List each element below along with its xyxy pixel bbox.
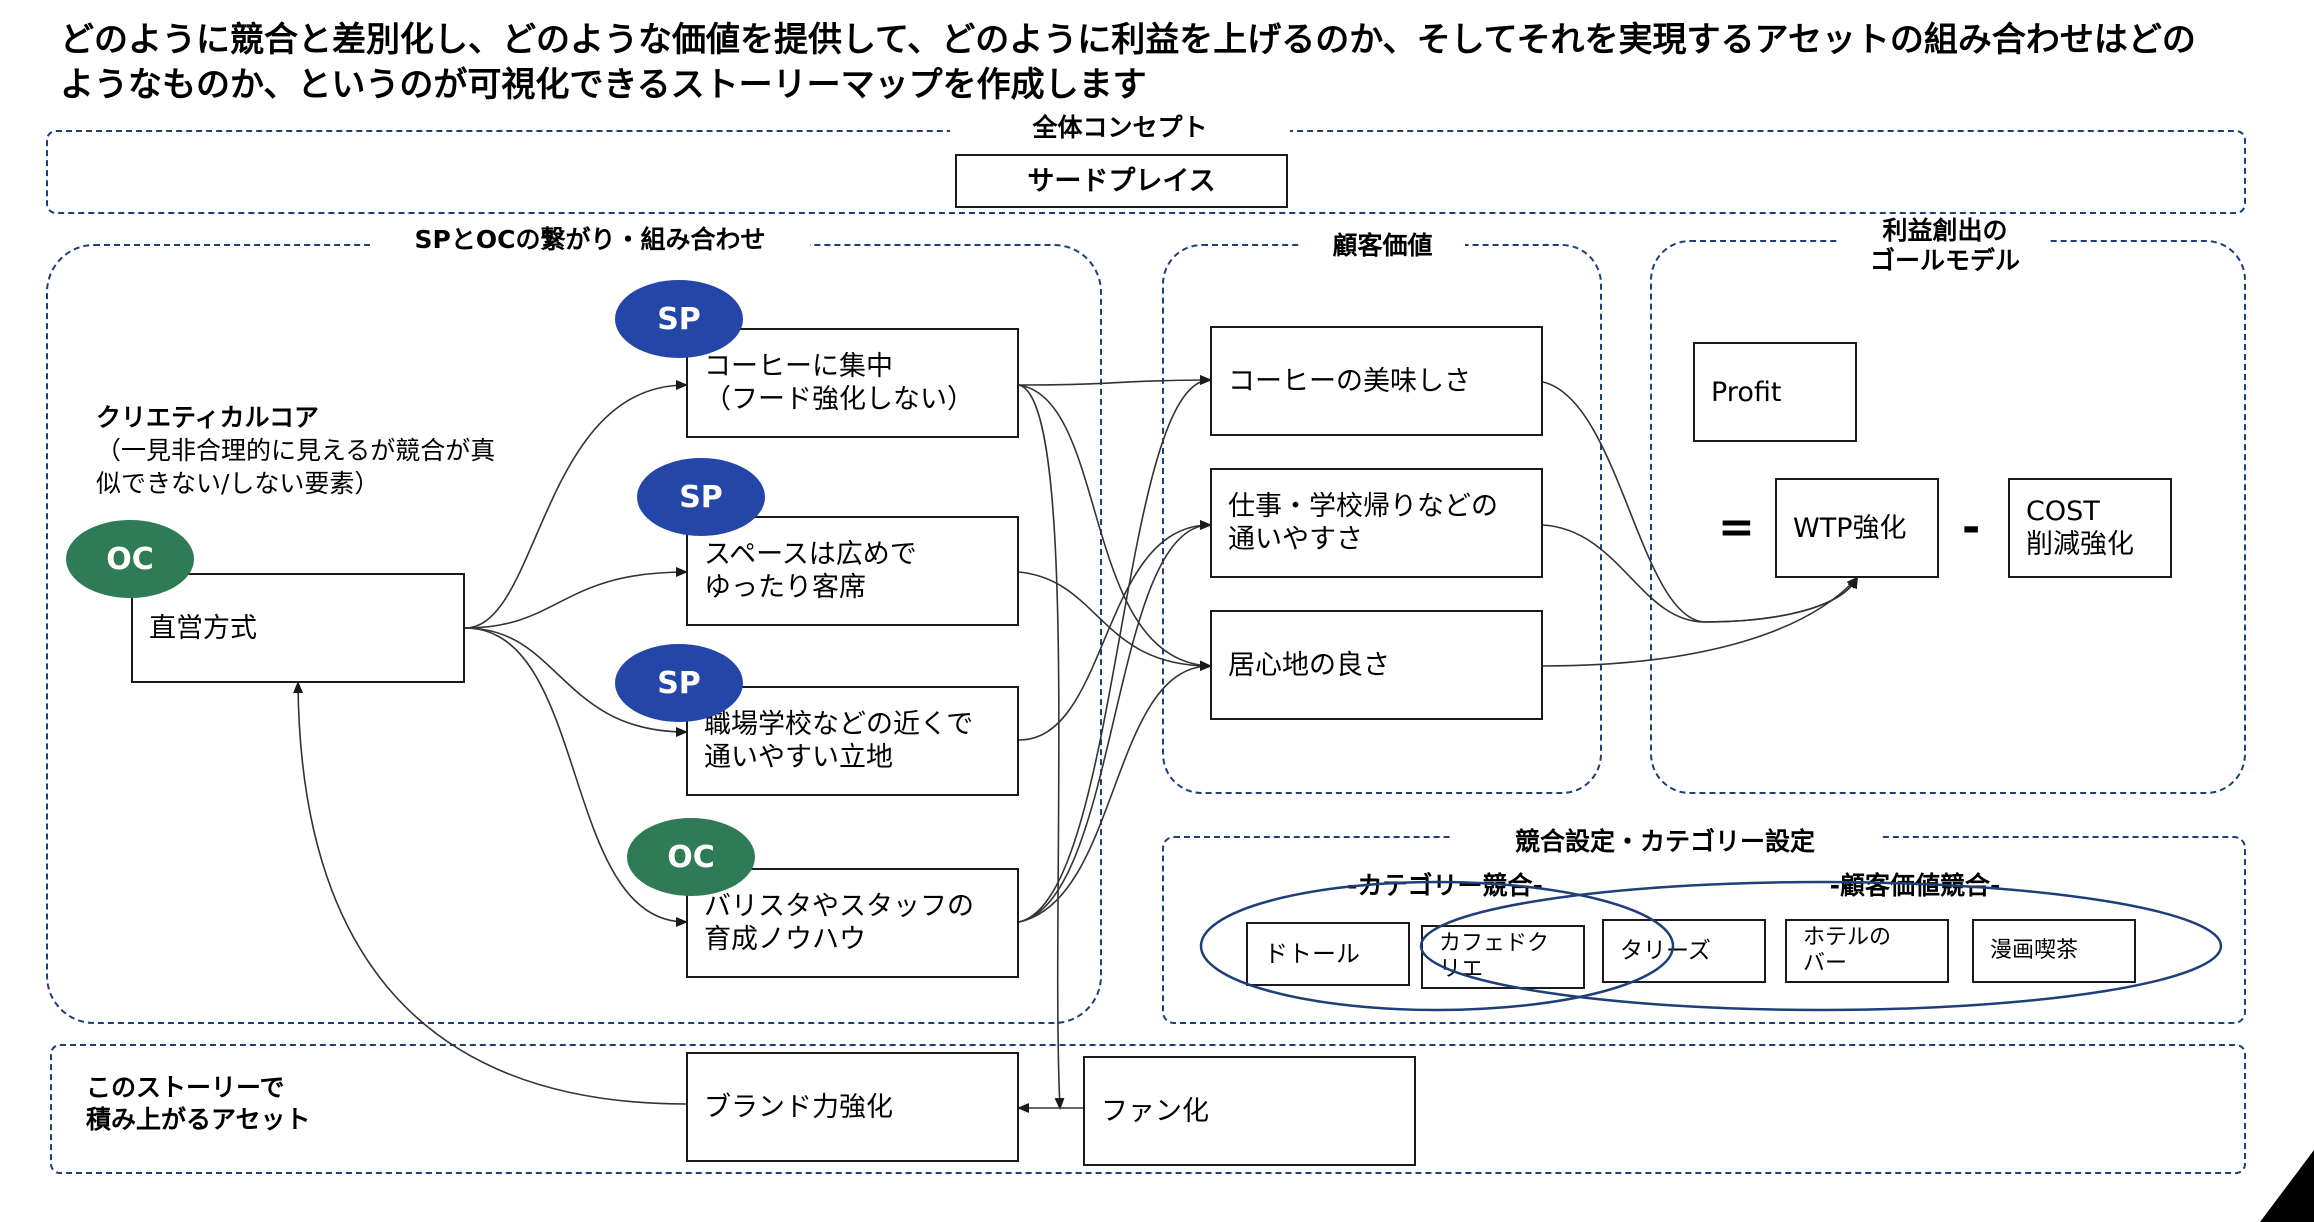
competitor-doutor: ドトール (1246, 922, 1410, 986)
concept-label: 全体コンセプト (950, 112, 1290, 144)
sp-badge: SP (615, 644, 743, 722)
cost-box: COST 削減強化 (2008, 478, 2172, 578)
assets-label: このストーリーで 積み上がるアセット (86, 1073, 311, 1134)
page-title: どのように競合と差別化し、どのような価値を提供して、どのように利益を上げるのか、… (60, 20, 2196, 105)
critical-core-title: クリエティカルコア (96, 403, 320, 432)
oc-badge: OC (66, 520, 194, 598)
connector-training-comfort (1018, 661, 1212, 923)
brand-strength-box: ブランド力強化 (686, 1052, 1019, 1162)
value-coffee-taste: コーヒーの美味しさ (1210, 326, 1543, 436)
oc-item-training: バリスタやスタッフの 育成ノウハウ (686, 868, 1019, 978)
corner-triangle (2260, 1150, 2314, 1222)
connector-space-comfort (1018, 571, 1212, 671)
connector-taste-wtp (1542, 381, 1858, 623)
competition-label: 競合設定・カテゴリー設定 (1450, 826, 1880, 858)
connector-training-taste (1018, 375, 1212, 923)
sp-badge: SP (637, 458, 765, 536)
connector-coffee-comfort (1018, 384, 1212, 671)
wtp-box: WTP強化 (1775, 478, 1939, 578)
assets-section (50, 1044, 2246, 1174)
concept-box: サードプレイス (955, 154, 1288, 208)
profit-box: Profit (1693, 342, 1857, 442)
value-competition-label: -顧客価値競合- (1780, 870, 2050, 902)
connector-comfort-wtp (1542, 576, 1859, 667)
connector-access-wtp (1542, 524, 1858, 623)
category-competition-ellipse (1199, 880, 1675, 1012)
fan-building-box: ファン化 (1083, 1056, 1416, 1166)
sp-item-coffee: コーヒーに集中 （フード強化しない） (686, 328, 1019, 438)
connector-training-access (1018, 520, 1212, 923)
sp-badge: SP (615, 280, 743, 358)
competitor-cafe-de-crie: カフェドク リエ (1421, 925, 1585, 989)
competitor-hotel-bar: ホテルの バー (1785, 919, 1949, 983)
competitor-tullys: タリーズ (1602, 919, 1766, 983)
connector-direct-location (464, 627, 688, 737)
connector-coffee-fan (1018, 384, 1065, 1110)
value-competition-ellipse (1419, 880, 2223, 1012)
connector-coffee-taste (1018, 375, 1212, 386)
competitor-manga-cafe: 漫画喫茶 (1972, 919, 2136, 983)
oc-badge: OC (627, 818, 755, 896)
equals-sign: = (1718, 502, 1755, 553)
connector-direct-coffee (464, 380, 688, 629)
connector-direct-space (464, 567, 688, 629)
connector-direct-training (464, 627, 688, 927)
value-accessibility: 仕事・学校帰りなどの 通いやすさ (1210, 468, 1543, 578)
profit-label: 利益創出の ゴールモデル (1840, 216, 2050, 276)
sp-item-location: 職場学校などの近くで 通いやすい立地 (686, 686, 1019, 796)
customer-value-label: 顧客価値 (1300, 230, 1465, 262)
minus-sign: - (1962, 502, 1981, 553)
sp-item-space: スペースは広めで ゆったり客席 (686, 516, 1019, 626)
critical-core-desc: （一見非合理的に見えるが競合が真 似できない/しない要素） (96, 436, 496, 498)
connector-brand-direct (293, 681, 687, 1105)
connector-location-access (1018, 520, 1212, 741)
value-comfort: 居心地の良さ (1210, 610, 1543, 720)
sp-oc-label: SPとOCの繋がり・組み合わせ (370, 224, 810, 256)
